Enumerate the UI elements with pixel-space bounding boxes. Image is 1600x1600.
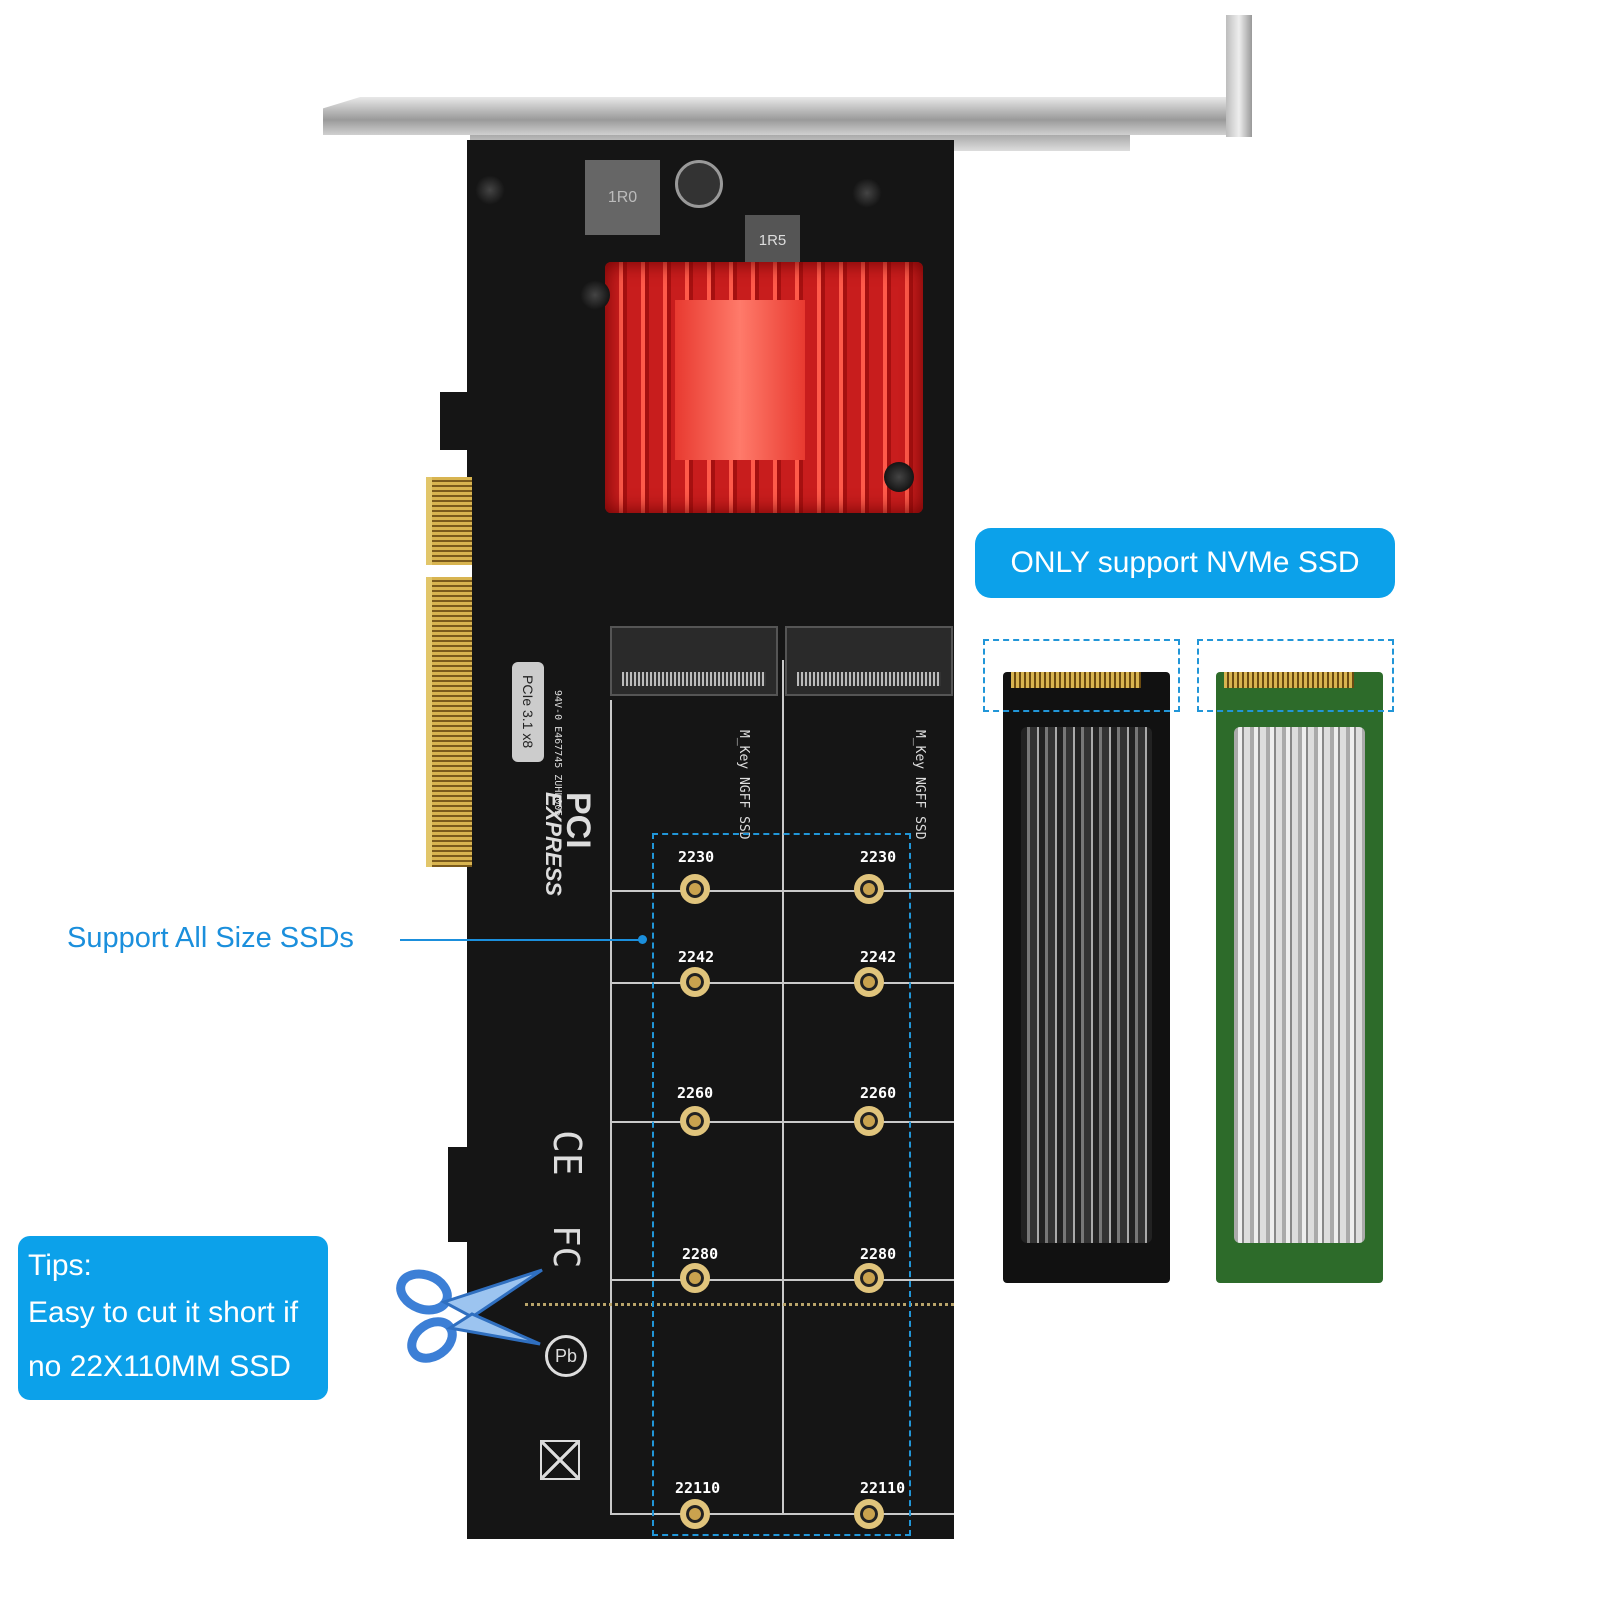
inductor: 1R5	[745, 215, 800, 265]
silk-line	[782, 660, 784, 1515]
slot-label: M_Key NGFF SSD	[736, 730, 751, 840]
tips-title: Tips:	[28, 1249, 92, 1282]
pb-free-mark: Pb	[545, 1335, 587, 1377]
screw-icon	[475, 175, 505, 205]
cut-line	[525, 1303, 955, 1306]
mount-hole	[680, 874, 710, 904]
mount-hole	[680, 967, 710, 997]
bracket-lip	[1226, 15, 1252, 137]
slot-label: M_Key NGFF SSD	[912, 730, 927, 840]
pci-logo: PCI	[559, 792, 597, 849]
capacitor	[675, 160, 723, 208]
size-label-2280: 2280	[682, 1245, 719, 1263]
size-label-22110: 22110	[860, 1479, 906, 1497]
mount-hole	[854, 1106, 884, 1136]
connector-key	[426, 565, 472, 577]
silk-line	[610, 890, 954, 892]
ssd-contacts	[1011, 672, 1141, 688]
tips-callout: Tips: Easy to cut it short if no 22X110M…	[18, 1236, 328, 1400]
mount-hole	[854, 1499, 884, 1529]
support-sizes-callout: Support All Size SSDs	[67, 922, 354, 954]
callout-line	[400, 939, 642, 941]
size-label-2260: 2260	[677, 1084, 714, 1102]
size-label-2242: 2242	[860, 948, 897, 966]
size-label-2230: 2230	[678, 848, 715, 866]
silk-line	[610, 700, 612, 1515]
silk-line	[610, 982, 954, 984]
cert-text: 94V-0 E467745 ZUHL005	[552, 690, 563, 817]
scissors-icon	[396, 1268, 543, 1363]
weee-icon	[540, 1440, 580, 1480]
mount-hole	[854, 967, 884, 997]
board-notch	[440, 392, 470, 450]
board-notch	[448, 1147, 470, 1242]
size-label-22110: 22110	[675, 1479, 721, 1497]
pcie-version-badge: PCIe 3.1 x8	[512, 662, 544, 762]
silk-line	[610, 1121, 954, 1123]
nvme-only-badge: ONLY support NVMe SSD	[975, 528, 1395, 598]
ssd-black	[1003, 672, 1170, 1283]
ssd-key-highlight	[1197, 639, 1394, 712]
screw-icon	[852, 178, 882, 208]
mount-hole	[680, 1499, 710, 1529]
size-label-2230: 2230	[860, 848, 897, 866]
mount-hole	[854, 874, 884, 904]
ce-mark: CE	[545, 1130, 589, 1176]
heatsink-pin	[580, 280, 610, 310]
fcc-mark: FC	[545, 1225, 586, 1269]
heatsink-pin	[884, 462, 914, 492]
inductor: 1R0	[585, 160, 660, 235]
pcie-edge-connector	[426, 477, 472, 867]
ssd-key-highlight	[983, 639, 1180, 712]
size-label-2280: 2280	[860, 1245, 897, 1263]
metal-bracket	[323, 97, 1252, 135]
m2-slot-2	[785, 626, 953, 696]
size-label-2260: 2260	[860, 1084, 897, 1102]
silk-line	[610, 1513, 954, 1515]
mount-hole	[680, 1263, 710, 1293]
sizes-highlight-box	[652, 833, 911, 1536]
mount-hole	[854, 1263, 884, 1293]
ssd-label	[1234, 727, 1365, 1243]
size-label-2242: 2242	[678, 948, 715, 966]
express-logo: EXPRESS	[541, 792, 566, 896]
m2-slot-1	[610, 626, 778, 696]
tips-line: Easy to cut it short if	[28, 1296, 299, 1329]
silk-line	[610, 1279, 954, 1281]
mount-hole	[680, 1106, 710, 1136]
ssd-green	[1216, 672, 1383, 1283]
ssd-label	[1021, 727, 1152, 1243]
tips-line: no 22X110MM SSD	[28, 1350, 291, 1383]
heatsink-core	[675, 300, 805, 460]
ssd-contacts	[1224, 672, 1354, 688]
callout-dot	[638, 935, 647, 944]
